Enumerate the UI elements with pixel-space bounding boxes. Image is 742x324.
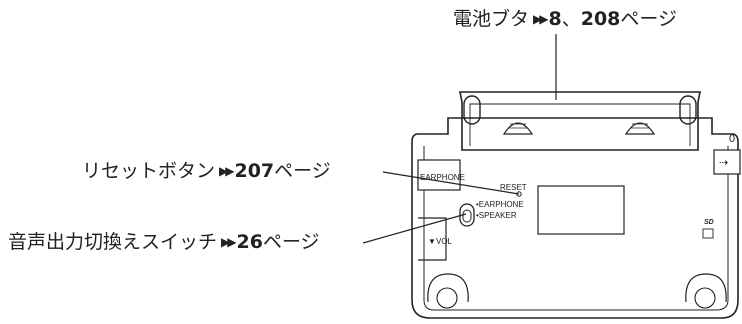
reset-button-callout: リセットボタン ▶▶ 207 ページ	[82, 160, 331, 182]
earphone-jack-label: EARPHONE	[420, 173, 465, 182]
battery-cover	[459, 91, 701, 151]
audio-switch-page: 26	[236, 231, 263, 253]
volume-slider: ▼ VOL	[418, 217, 453, 261]
device-body	[411, 117, 739, 319]
foot-right	[685, 273, 727, 309]
battery-cover-label: 電池ブタ	[453, 8, 530, 30]
usb-icon: ⇢	[719, 157, 728, 169]
label-plate	[537, 185, 625, 235]
battery-cover-callout: 電池ブタ ▶▶ 8 、 208 ページ	[453, 8, 677, 30]
page-suffix: ページ	[274, 160, 331, 182]
audio-switch-callout: 音声出力切換えスイッチ ▶▶ 26 ページ	[8, 231, 320, 253]
switch-option-speaker: •SPEAKER	[476, 211, 517, 220]
sd-label: SD	[704, 219, 714, 226]
leader-switch	[362, 213, 467, 244]
sd-slot-icon	[702, 228, 714, 239]
port-number: 0	[729, 133, 735, 145]
audio-switch	[459, 203, 475, 227]
page-separator: 、	[561, 8, 581, 30]
reset-button-label: リセットボタン	[82, 160, 216, 182]
arrow-icon: ▶▶	[533, 12, 549, 26]
reset-page: 207	[234, 160, 275, 182]
foot-left	[427, 273, 469, 309]
battery-page-a: 8	[548, 8, 562, 30]
vol-label: VOL	[436, 237, 453, 246]
reset-label: RESET	[500, 183, 527, 192]
earphone-jack	[417, 159, 461, 191]
svg-text:▼: ▼	[428, 237, 436, 246]
usb-port	[713, 149, 741, 175]
arrow-icon: ▶▶	[219, 164, 235, 178]
leader-reset	[382, 171, 520, 195]
device-inner-edge	[423, 146, 729, 311]
audio-switch-label: 音声出力切換えスイッチ	[8, 231, 218, 253]
page-suffix: ページ	[620, 8, 678, 30]
battery-page-b: 208	[580, 8, 621, 30]
arrow-icon: ▶▶	[221, 235, 237, 249]
switch-option-earphone: •EARPHONE	[476, 200, 524, 209]
page-suffix: ページ	[262, 231, 320, 253]
